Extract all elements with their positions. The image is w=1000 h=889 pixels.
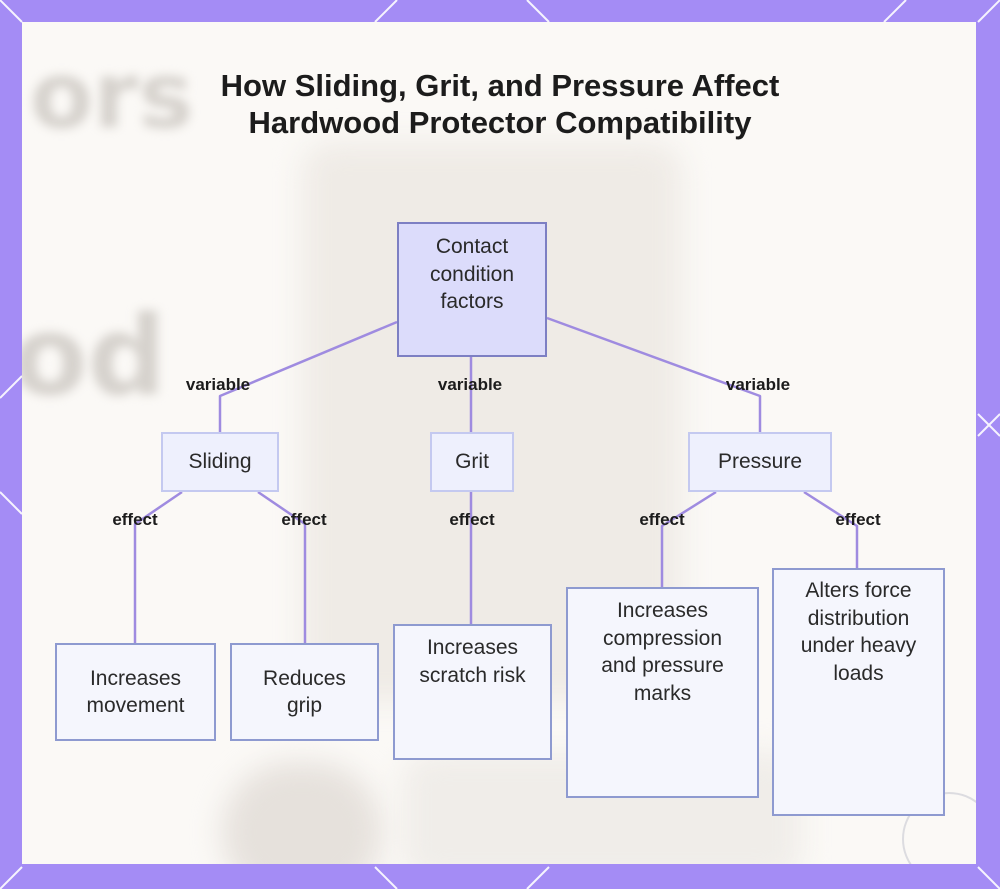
edge-sliding-grip	[257, 490, 307, 643]
node-sliding: Sliding	[161, 432, 279, 492]
node-increases-scratch-risk: Increases scratch risk	[393, 624, 552, 760]
edge-sliding-movement	[133, 490, 183, 643]
background-lettering: od	[22, 292, 167, 420]
edge-label-effect: effect	[449, 510, 495, 529]
node-force-distribution: Alters force distribution under heavy lo…	[772, 568, 945, 816]
node-compression-marks: Increases compression and pressure marks	[566, 587, 759, 798]
edge-label-effect: effect	[639, 510, 685, 529]
edge-label-effect: effect	[112, 510, 158, 529]
node-contact-factors: Contact condition factors	[397, 222, 547, 357]
edge-label-variable: variable	[725, 375, 791, 394]
node-reduces-grip: Reduces grip	[230, 643, 379, 741]
edge-root-pressure	[546, 316, 762, 432]
edge-label-effect: effect	[281, 510, 327, 529]
edge-pressure-force	[803, 490, 859, 568]
edge-label-variable: variable	[437, 375, 503, 394]
edge-label-variable: variable	[185, 375, 251, 394]
node-grit: Grit	[430, 432, 514, 492]
background-shape	[222, 762, 382, 864]
edge-root-sliding	[218, 320, 398, 432]
background-lettering: ors	[30, 42, 194, 149]
edge-pressure-compression	[660, 490, 717, 587]
diagram-title: How Sliding, Grit, and Pressure Affect H…	[220, 68, 780, 140]
node-increases-movement: Increases movement	[55, 643, 216, 741]
edge-label-effect: effect	[835, 510, 881, 529]
node-pressure: Pressure	[688, 432, 832, 492]
